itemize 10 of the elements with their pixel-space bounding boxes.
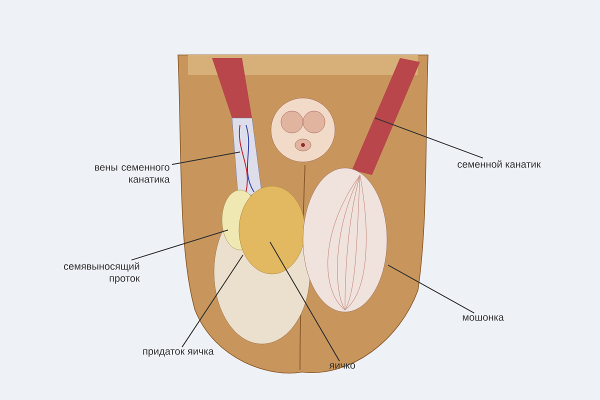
- leader-line: [182, 254, 244, 348]
- label-text: придаток яичка: [143, 349, 214, 357]
- label-text: семявыносящий проток: [64, 262, 140, 284]
- label-text: семенной канатик: [458, 160, 541, 168]
- label-text: мошонка: [462, 315, 504, 321]
- label-text: вены семенного канатика: [95, 165, 170, 183]
- leader-line: [388, 264, 475, 314]
- leader-line: [374, 118, 484, 159]
- leader-line: [270, 242, 340, 362]
- leader-line: [130, 230, 228, 261]
